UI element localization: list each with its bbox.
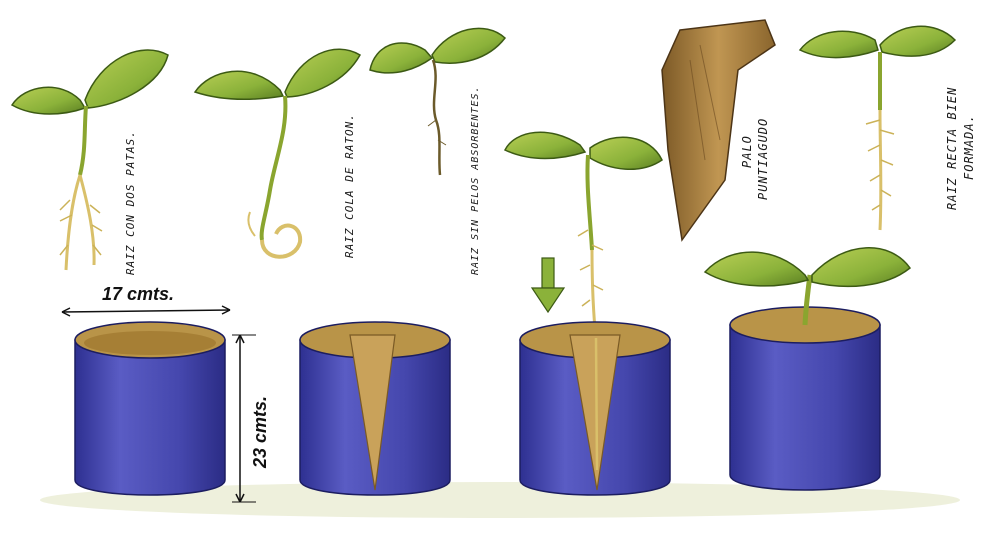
pot-with-hole bbox=[300, 322, 450, 495]
label-no-absorbent-hairs: RAIZ SIN PELOS ABSORBENTES. bbox=[470, 85, 481, 275]
seedling-straight-root bbox=[800, 26, 955, 230]
measure-height-label: 23 cmts. bbox=[250, 396, 271, 468]
seedling-being-planted bbox=[505, 132, 662, 340]
seedling-pig-tail-root bbox=[195, 49, 360, 257]
seedling-two-leg-root bbox=[12, 50, 168, 270]
label-straight-root-line1: RAIZ RECTA BIEN bbox=[945, 87, 959, 210]
pot-planting bbox=[520, 322, 670, 495]
width-measure bbox=[62, 306, 230, 316]
label-sharp-stick-line2: PUNTIAGUDO bbox=[756, 118, 770, 200]
label-straight-root-line2: FORMADA. bbox=[962, 114, 976, 180]
label-pig-tail-root: RAIZ COLA DE RATON. bbox=[343, 113, 356, 258]
pot-filled-soil bbox=[75, 322, 225, 495]
seedling-no-hairs-root bbox=[370, 28, 505, 175]
label-sharp-stick-line1: PALO bbox=[740, 135, 754, 168]
down-arrow-icon bbox=[532, 258, 564, 312]
pot-final-seedling bbox=[705, 248, 910, 490]
measure-width-label: 17 cmts. bbox=[102, 284, 174, 305]
label-roots-with-legs: RAIZ CON DOS PATAS. bbox=[124, 130, 137, 275]
